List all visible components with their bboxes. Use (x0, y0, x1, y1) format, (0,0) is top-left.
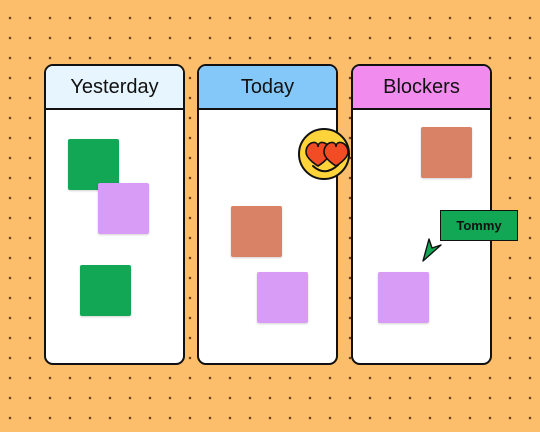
column-header-today: Today (199, 66, 336, 110)
sticky-note-salmon[interactable] (421, 127, 472, 178)
column-header-yesterday: Yesterday (46, 66, 183, 110)
column-today[interactable]: Today (197, 64, 338, 365)
collaborator-name-tag: Tommy (440, 210, 518, 241)
sticky-note-green[interactable] (68, 139, 119, 190)
sticky-note-green[interactable] (80, 265, 131, 316)
sticky-note-salmon[interactable] (231, 206, 282, 257)
sticky-note-lilac[interactable] (257, 272, 308, 323)
heart-eyes-emoji-icon[interactable] (296, 126, 352, 182)
column-yesterday[interactable]: Yesterday (44, 64, 185, 365)
cursor-arrow-icon (422, 238, 442, 262)
sticky-note-lilac[interactable] (98, 183, 149, 234)
column-header-blockers: Blockers (353, 66, 490, 110)
sticky-note-lilac[interactable] (378, 272, 429, 323)
